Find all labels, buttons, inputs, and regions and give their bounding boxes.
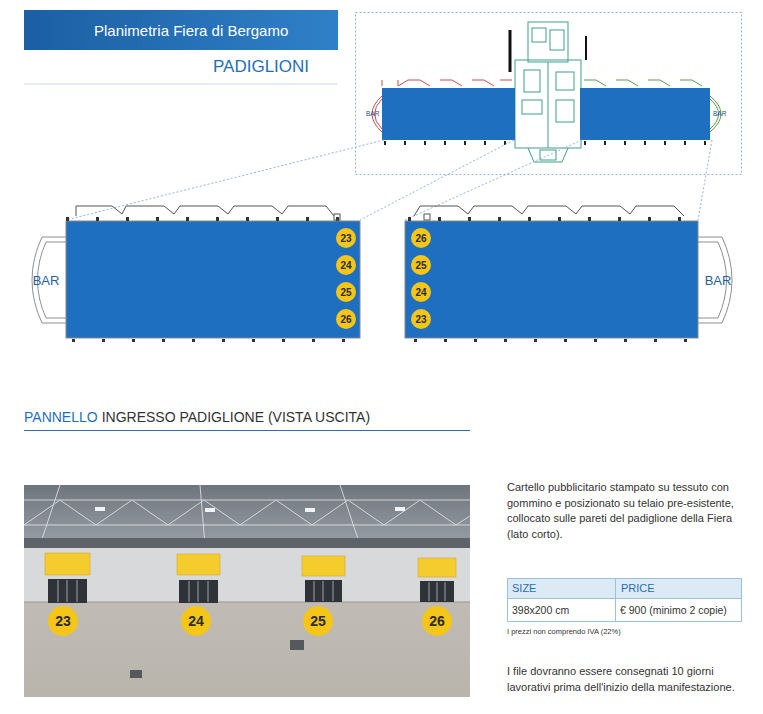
callout-number: 26 (411, 228, 431, 248)
callout-text: 23 (340, 233, 351, 244)
table-header: SIZE (512, 582, 536, 594)
table-cell: 398x200 cm (512, 604, 569, 616)
callout-text: 24 (340, 260, 351, 271)
bar-area: BAR (20, 236, 66, 324)
heading-part: INGRESSO PADIGLIONE (VISTA USCITA) (102, 409, 370, 425)
header-title: Planimetria Fiera di Bergamo (94, 22, 288, 39)
callout-text: 24 (415, 287, 426, 298)
bar-area: BAR (698, 236, 744, 324)
header-band: Planimetria Fiera di Bergamo (24, 10, 338, 50)
callout-number: 24 (411, 282, 431, 302)
callout-number: 24 (336, 255, 356, 275)
callout-number: 25 (336, 282, 356, 302)
callout-text: 24 (188, 613, 204, 629)
callout-number: 26 (336, 309, 356, 329)
callout-number: 25 (411, 255, 431, 275)
callout-text: 26 (429, 613, 445, 629)
callout-text: 23 (55, 613, 71, 629)
footnote: I prezzi non comprendo IVA (22%) (507, 627, 621, 636)
delivery-note: I file dovranno essere consegnati 10 gio… (507, 664, 743, 695)
table-header: PRICE (621, 582, 655, 594)
bar-label: BAR (713, 110, 726, 117)
callout-number: 24 (181, 606, 211, 636)
description-text: Cartello pubblicitario stampato su tessu… (507, 480, 743, 542)
callout-number: 25 (303, 606, 333, 636)
heading-part: PANNELLO (24, 409, 98, 425)
callout-text: 26 (340, 314, 351, 325)
callout-text: 25 (310, 613, 326, 629)
callout-number: 23 (48, 606, 78, 636)
bar-label: BAR (366, 110, 379, 117)
callout-text: 26 (415, 233, 426, 244)
callout-text: 23 (415, 314, 426, 325)
callout-number: 23 (411, 309, 431, 329)
callout-number: 26 (422, 606, 452, 636)
callout-number: 23 (336, 228, 356, 248)
callout-text: 25 (340, 287, 351, 298)
bar-label: BAR (705, 273, 732, 288)
bar-label: BAR (33, 273, 60, 288)
table-cell: € 900 (minimo 2 copie) (620, 604, 727, 616)
callout-text: 25 (415, 260, 426, 271)
section-title: PADIGLIONI (213, 57, 309, 77)
